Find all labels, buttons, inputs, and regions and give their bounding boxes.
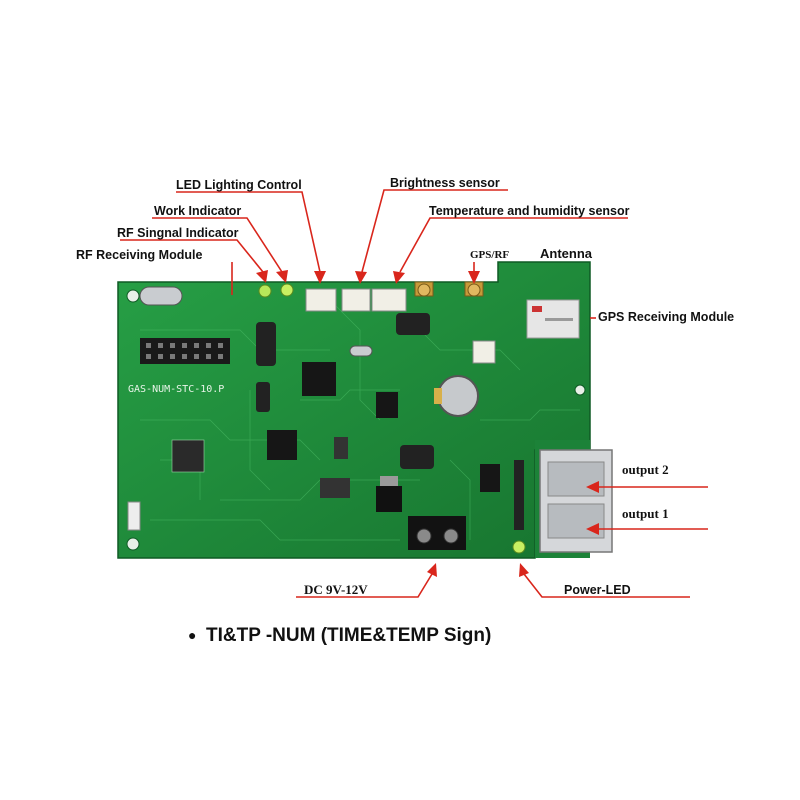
label-antenna: Antenna — [540, 246, 593, 261]
ic-chip — [171, 439, 205, 473]
arrow-work-indicator — [276, 270, 288, 283]
pcb-traces — [140, 299, 580, 541]
label-power-led: Power-LED — [564, 583, 631, 597]
gps-logo — [532, 306, 542, 312]
pin-header — [320, 478, 350, 498]
capacitor — [396, 313, 430, 335]
board-silkscreen: GAS-NUM-STC-10.P — [128, 384, 224, 395]
crystal-oscillator — [139, 286, 183, 306]
terminal-screw — [443, 528, 459, 544]
ic-chip — [480, 464, 500, 492]
pin-header — [514, 460, 524, 530]
led-control-connector — [305, 288, 337, 312]
leader-dc-input — [296, 573, 433, 598]
label-work-indicator: Work Indicator — [154, 204, 241, 218]
crystal-oscillator — [349, 345, 373, 357]
arrow-temp-humidity — [393, 271, 405, 284]
mounting-holes — [126, 289, 586, 551]
leader-work-indicator — [152, 217, 283, 273]
leader-temp-humidity — [399, 217, 628, 273]
side-connector — [127, 501, 141, 531]
label-gps-rf: GPS/RF — [470, 249, 509, 261]
power-led — [512, 540, 526, 554]
coin-cell-battery — [437, 375, 479, 417]
capacitor — [256, 382, 270, 412]
leader-rf-signal — [120, 239, 264, 273]
caption: ● TI&TP -NUM (TIME&TEMP Sign) — [188, 625, 491, 646]
work-indicator-led — [280, 283, 294, 297]
arrow-brightness — [355, 271, 367, 284]
pcb-board: GAS-NUM-STC-10.P — [117, 261, 613, 559]
label-output-1: output 1 — [622, 506, 669, 521]
sma-connector — [414, 281, 434, 297]
component-labels: LED Lighting Control Brightness sensor W… — [76, 176, 734, 597]
ic-chip — [267, 430, 297, 460]
leader-brightness — [361, 189, 508, 273]
label-dc-input: DC 9V-12V — [304, 582, 368, 597]
arrow-power-led — [519, 563, 529, 577]
gps-module-marking — [545, 318, 573, 321]
leader-led-lighting — [176, 191, 321, 273]
arrow-rf-signal — [256, 270, 268, 283]
aux-connector — [472, 340, 496, 364]
sma-connector — [464, 281, 484, 297]
label-rf-receiving-module: RF Receiving Module — [76, 248, 202, 262]
regulator-tab — [380, 476, 398, 486]
arrow-dc-input — [427, 563, 437, 577]
output-1-port — [547, 503, 605, 539]
caption-text: TI&TP -NUM (TIME&TEMP Sign) — [206, 625, 491, 646]
label-gps-receiving-module: GPS Receiving Module — [598, 310, 734, 324]
voltage-regulator — [376, 486, 402, 512]
temp-humidity-connector — [371, 288, 407, 312]
leader-power-led — [523, 573, 690, 598]
brightness-sensor-connector — [341, 288, 371, 312]
pin-header — [334, 437, 348, 459]
rf-header-pins — [146, 343, 223, 359]
ic-chip — [376, 392, 398, 418]
battery-holder-clip — [434, 388, 442, 404]
terminal-screw — [416, 528, 432, 544]
capacitor — [256, 322, 276, 366]
leader-lines — [120, 189, 708, 598]
rf-module-header — [140, 338, 230, 364]
label-led-lighting-control: LED Lighting Control — [176, 178, 302, 192]
arrow-led-lighting — [314, 271, 326, 284]
caption-bullet: ● — [188, 627, 196, 643]
arrow-output-1 — [586, 523, 599, 535]
label-brightness-sensor: Brightness sensor — [390, 176, 500, 190]
label-output-2: output 2 — [622, 462, 669, 477]
label-temp-humidity-sensor: Temperature and humidity sensor — [429, 204, 630, 218]
microcontroller-ic — [302, 362, 336, 396]
label-rf-signal-indicator: RF Singnal Indicator — [117, 226, 239, 240]
rf-signal-led — [258, 284, 272, 298]
capacitor — [400, 445, 434, 469]
arrow-gps-rf — [468, 271, 480, 284]
arrow-output-2 — [586, 481, 599, 493]
